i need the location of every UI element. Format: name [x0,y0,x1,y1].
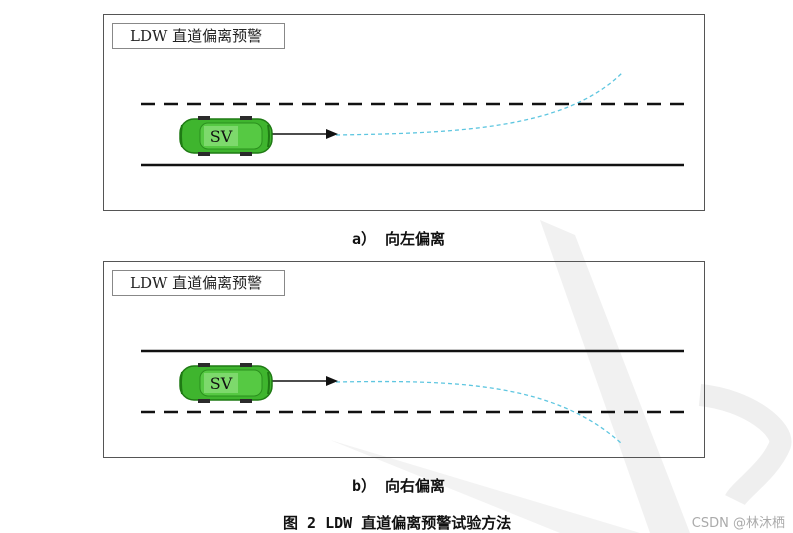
figure-caption: 图 2 LDW 直道偏离预警试验方法 [283,514,512,532]
caption-right-departure: b） 向右偏离 [352,477,446,495]
car-label: SV [210,127,233,146]
panel-title: LDW 直道偏离预警 [112,270,285,296]
subject-vehicle [179,363,273,403]
trajectory-path [335,380,623,445]
panel-right-departure: SV LDW 直道偏离预警 [103,261,705,458]
watermark-text: CSDN @林沐栖 [691,516,785,531]
panel-left-departure: SV LDW 直道偏离预警 [103,14,705,211]
arrow-head [326,376,338,386]
caption-left-departure: a） 向左偏离 [352,230,446,248]
scene-right-departure: SV [141,349,684,445]
scene-left-departure: SV [141,72,684,167]
car-label: SV [210,374,233,393]
panel-title: LDW 直道偏离预警 [112,23,285,49]
trajectory-path [335,72,623,136]
arrow-head [326,129,338,139]
subject-vehicle [179,116,273,156]
